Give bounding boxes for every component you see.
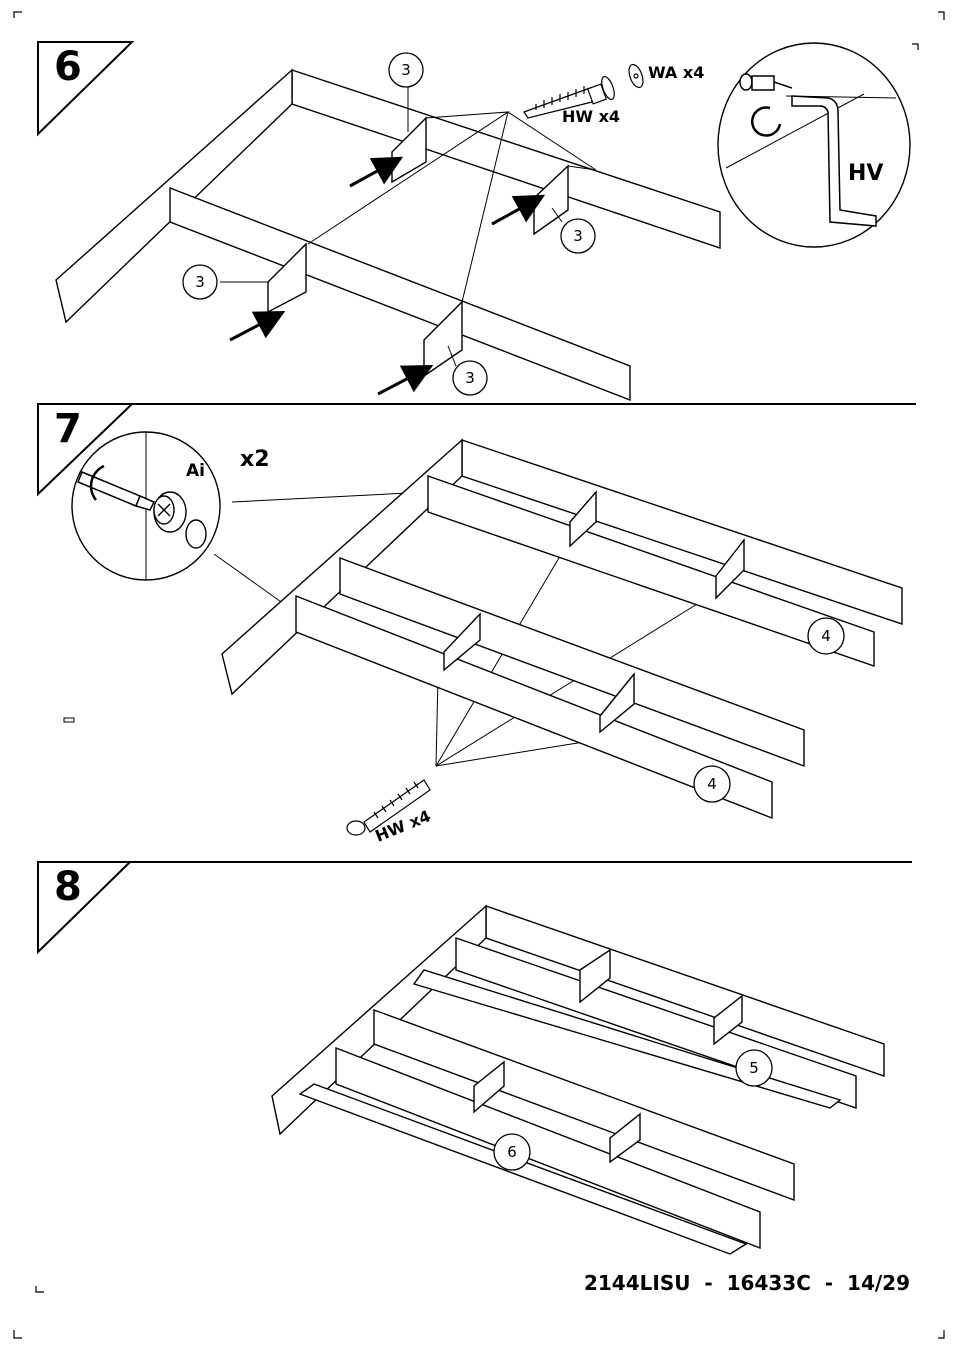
step-8: 8 5 6: [37, 861, 885, 1255]
step-6-tool-inset: HV: [717, 42, 911, 248]
step-7-badge: 7: [37, 403, 135, 497]
screwdriver-icon: [77, 471, 156, 511]
step-8-callout-a: 5: [735, 1049, 773, 1087]
step-8-badge: 8: [37, 861, 133, 955]
cam-lock-icon: [153, 491, 207, 549]
step-6-callout-a: 3: [388, 52, 424, 88]
step-8-callout-b: 6: [493, 1133, 531, 1171]
step-7-callout-a: 4: [807, 617, 845, 655]
step-6-washer-label: WA x4: [648, 63, 704, 82]
step-6-callout-d: 3: [452, 360, 488, 396]
step-7-callout-b: 4: [693, 765, 731, 803]
svg-text:6: 6: [507, 1143, 517, 1161]
step-6: 6: [37, 41, 911, 402]
small-mark: [63, 717, 75, 723]
step-6-leaders: [220, 84, 597, 367]
step-7-inset-label: Ai: [186, 461, 205, 481]
step-7-inset-qty: x2: [240, 447, 270, 472]
page-footer: 2144LISU - 16433C - 14/29: [584, 1271, 910, 1295]
svg-text:3: 3: [573, 227, 583, 245]
step-6-callout-b: 3: [560, 218, 596, 254]
crop-marks: [13, 11, 945, 1339]
step-6-tool-label: HV: [848, 161, 883, 186]
svg-text:4: 4: [821, 627, 831, 645]
rotate-arrow-icon: [751, 106, 782, 137]
step-6-washer-icon: [628, 63, 644, 89]
svg-text:3: 3: [195, 273, 205, 291]
step-6-badge: 6: [37, 41, 135, 137]
rotate-arrow-icon: [89, 464, 105, 501]
step-6-frame: [55, 68, 721, 402]
step-7-screw-icon: [346, 779, 431, 836]
step-7-number: 7: [54, 406, 82, 452]
step-6-arrows: [229, 156, 546, 396]
step-6-number: 6: [54, 44, 82, 90]
step-6-screw-label: HW x4: [562, 107, 620, 126]
step-7-cam-inset: Ai: [71, 431, 221, 581]
step-6-screw-icon: [523, 75, 615, 119]
svg-text:5: 5: [749, 1059, 759, 1077]
step-6-callout-c: 3: [182, 264, 218, 300]
step-7: 7 Ai x2: [37, 403, 903, 846]
svg-text:3: 3: [401, 61, 411, 79]
svg-text:4: 4: [707, 775, 717, 793]
step-8-frame: [271, 904, 885, 1255]
svg-text:3: 3: [465, 369, 475, 387]
step-7-frame: [221, 438, 903, 820]
step-8-number: 8: [54, 864, 82, 910]
hex-key-icon: [739, 73, 877, 227]
